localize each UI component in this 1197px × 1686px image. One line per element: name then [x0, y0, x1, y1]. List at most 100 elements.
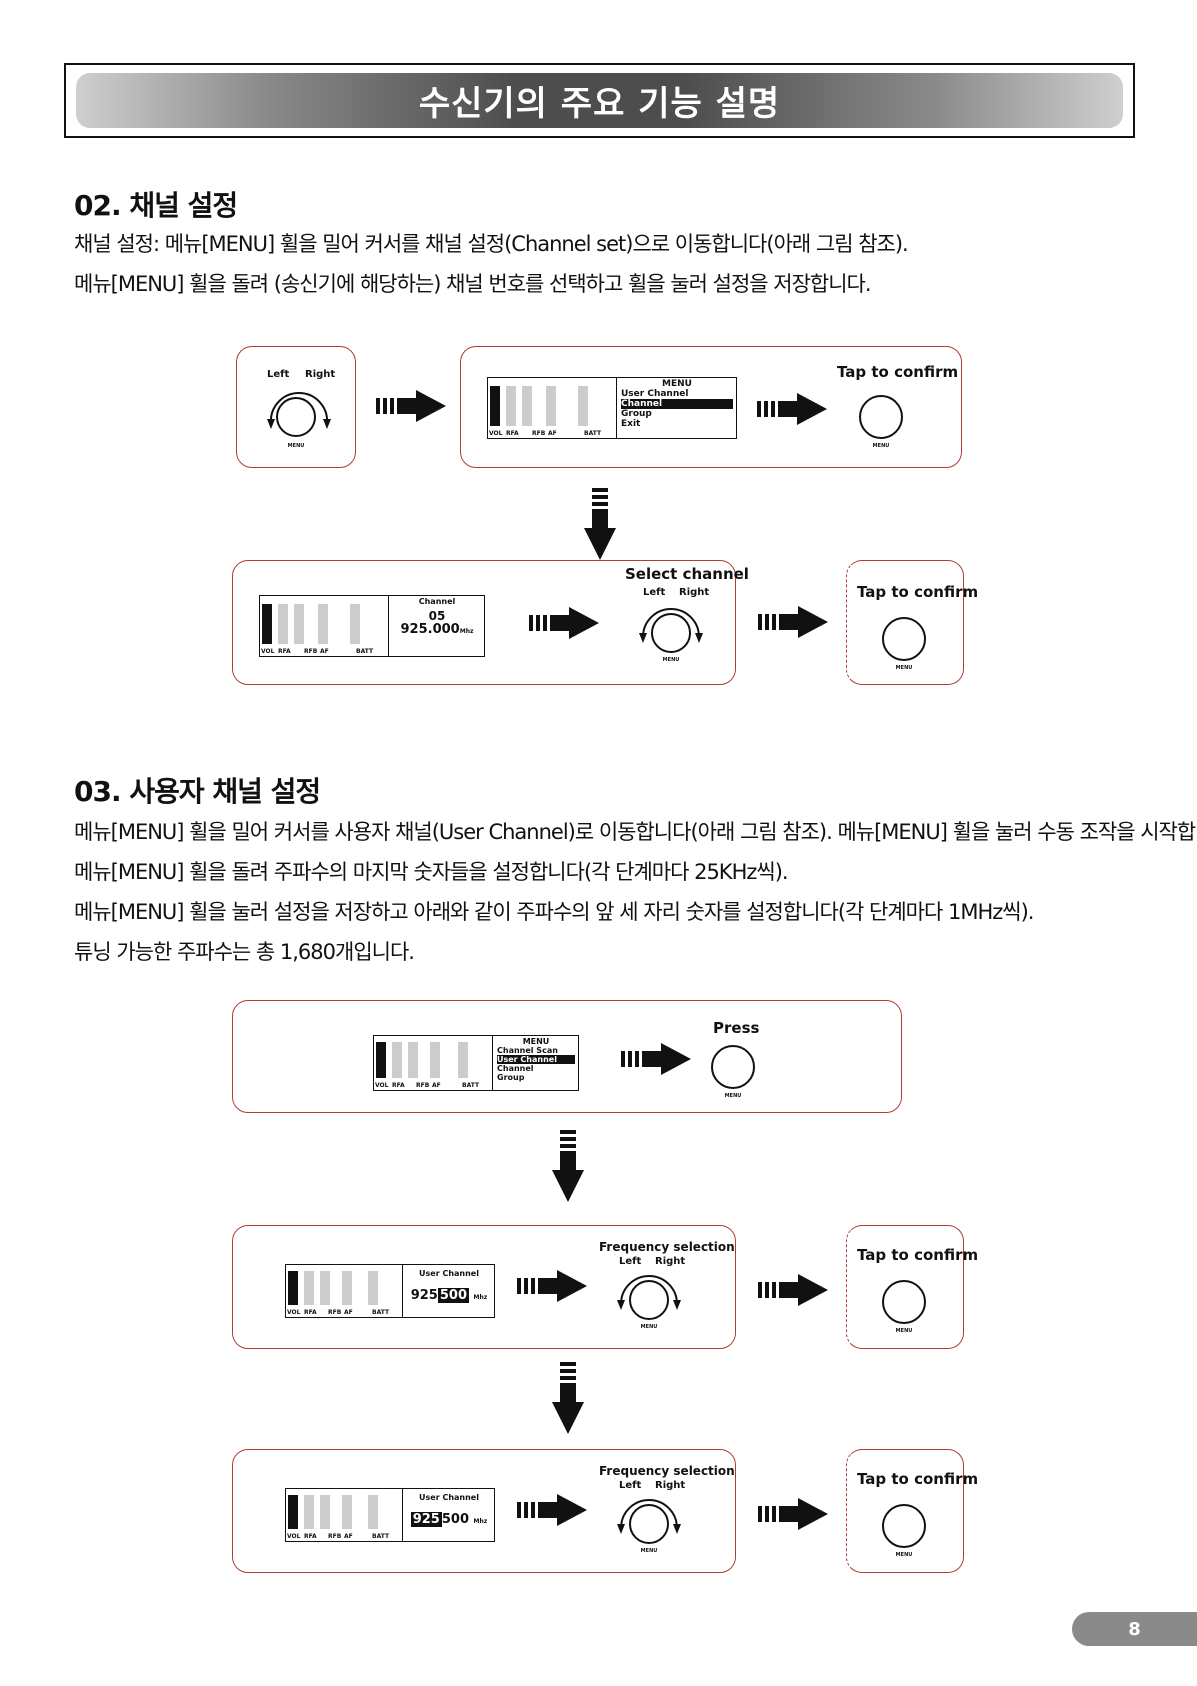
lcd-freq-mhz-selected: 925	[410, 1512, 442, 1527]
lcd-channel-display: VOL RFA RFB AF BATT Channel 05 925.000Mh…	[259, 595, 485, 657]
section2-line-1: 채널 설정: 메뉴[MENU] 휠을 밀어 커서를 채널 설정(Channel …	[74, 232, 909, 256]
down-arrow-icon	[552, 1130, 584, 1202]
rfa-label: RFA	[392, 1082, 405, 1089]
menu-knob[interactable]	[882, 1280, 926, 1324]
menu-knob[interactable]	[882, 617, 926, 661]
knob-label: MENU	[895, 1328, 913, 1334]
tap-confirm-label: Tap to confirm	[857, 1470, 979, 1488]
knob-label: MENU	[724, 1093, 742, 1099]
menu-item-group[interactable]: Group	[497, 1073, 525, 1082]
user-menu-panel: VOL RFA RFB AF BATT MENU Channel Scan Us…	[232, 1000, 902, 1113]
lcd-user-menu-display: VOL RFA RFB AF BATT MENU Channel Scan Us…	[373, 1035, 579, 1091]
menu-knob[interactable]	[711, 1045, 755, 1089]
batt-label: BATT	[462, 1082, 480, 1089]
menu-panel: VOL RFA RFB AF BATT MENU User Channel Ch…	[460, 346, 962, 468]
menu-title: MENU	[522, 1037, 550, 1046]
af-label: AF	[432, 1082, 441, 1089]
tap-confirm-label: Tap to confirm	[857, 1246, 979, 1264]
menu-knob[interactable]	[882, 1504, 926, 1548]
menu-knob[interactable]	[276, 397, 316, 437]
select-channel-label: Select channel	[625, 565, 749, 583]
menu-item-channel[interactable]: Channel	[497, 1064, 534, 1073]
rfb-label: RFB	[532, 430, 546, 437]
menu-item-group[interactable]: Group	[621, 409, 652, 419]
vol-label: VOL	[261, 648, 275, 655]
batt-label: BATT	[356, 648, 374, 655]
rfb-label: RFB	[328, 1309, 342, 1316]
rfa-label: RFA	[278, 648, 291, 655]
frequency-selection-label: Frequency selection	[599, 1240, 735, 1254]
lcd-channel-number: 05	[428, 609, 446, 623]
press-label: Press	[713, 1019, 760, 1037]
menu-item-exit[interactable]: Exit	[621, 419, 641, 429]
left-label: Left	[619, 1256, 642, 1267]
menu-item-user-channel[interactable]: User Channel	[497, 1055, 575, 1064]
tap-confirm-label: Tap to confirm	[857, 583, 979, 601]
af-label: AF	[548, 430, 557, 437]
page-number: 8	[1128, 1618, 1141, 1640]
knob-label: MENU	[872, 443, 890, 449]
frequency-selection-label: Frequency selection	[599, 1464, 735, 1478]
section3-heading: 03. 사용자 채널 설정	[74, 775, 321, 808]
knob-panel: Left Right MENU	[236, 346, 356, 468]
knob-label: MENU	[287, 443, 305, 449]
section3-line-2: 메뉴[MENU] 휠을 돌려 주파수의 마지막 숫자들을 설정합니다(각 단계마…	[74, 860, 789, 884]
tap-confirm-label: Tap to confirm	[837, 363, 959, 381]
menu-knob[interactable]	[859, 395, 903, 439]
knob-label: MENU	[640, 1548, 658, 1554]
menu-item-user-channel[interactable]: User Channel	[621, 389, 689, 399]
rotate-arrows-icon	[617, 1275, 681, 1310]
right-arrow-icon	[517, 1494, 587, 1526]
menu-knob[interactable]	[629, 1280, 669, 1320]
menu-knob[interactable]	[651, 613, 691, 653]
lcd-freq-khz-selected: 500	[437, 1288, 469, 1303]
right-arrow-icon	[376, 390, 446, 422]
section2-heading: 02. 채널 설정	[74, 189, 238, 222]
rfa-label: RFA	[304, 1309, 317, 1316]
af-label: AF	[344, 1309, 353, 1316]
section3-line-4: 튜닝 가능한 주파수는 총 1,680개입니다.	[74, 940, 415, 964]
rfa-label: RFA	[304, 1533, 317, 1540]
menu-item-channel-scan[interactable]: Channel Scan	[497, 1046, 558, 1055]
menu-item-channel[interactable]: Channel	[621, 399, 733, 409]
lcd-user-title: User Channel	[419, 1493, 479, 1502]
batt-label: BATT	[372, 1533, 390, 1540]
right-label: Right	[679, 587, 710, 598]
lcd-unit: Mhz	[473, 1518, 488, 1525]
rfa-label: RFA	[506, 430, 519, 437]
lcd-freq-mhz: 925	[410, 1288, 438, 1303]
right-label: Right	[655, 1480, 686, 1491]
vol-label: VOL	[287, 1309, 301, 1316]
menu-knob[interactable]	[629, 1504, 669, 1544]
lcd-frequency: 925.000	[400, 622, 460, 637]
left-label: Left	[643, 587, 666, 598]
lcd-freq-khz: 500	[441, 1512, 469, 1527]
knob-label: MENU	[640, 1324, 658, 1330]
af-label: AF	[344, 1533, 353, 1540]
confirm-panel: Tap to confirm MENU	[846, 560, 978, 685]
right-label: Right	[305, 369, 336, 380]
right-arrow-icon	[517, 1270, 587, 1302]
section2-line-2: 메뉴[MENU] 휠을 돌려 (송신기에 해당하는) 채널 번호를 선택하고 휠…	[74, 272, 872, 296]
confirm-panel: Tap to confirm MENU	[846, 1225, 978, 1349]
title-bar: 수신기의 주요 기능 설명	[64, 63, 1135, 138]
rfb-label: RFB	[416, 1082, 430, 1089]
lcd-unit: Mhz	[473, 1294, 488, 1301]
rfb-label: RFB	[304, 648, 318, 655]
right-arrow-icon	[529, 607, 599, 639]
right-arrow-icon	[758, 1274, 828, 1306]
knob-label: MENU	[895, 665, 913, 671]
channel-select-panel: VOL RFA RFB AF BATT Channel 05 925.000Mh…	[232, 560, 749, 685]
menu-title: MENU	[662, 379, 692, 389]
right-arrow-icon	[621, 1043, 691, 1075]
right-arrow-icon	[758, 1498, 828, 1530]
batt-label: BATT	[584, 430, 602, 437]
lcd-channel-title: Channel	[418, 597, 456, 606]
down-arrow-icon	[584, 488, 616, 560]
vol-label: VOL	[287, 1533, 301, 1540]
section3-line-1: 메뉴[MENU] 휠을 밀어 커서를 사용자 채널(User Channel)로…	[74, 820, 1197, 844]
